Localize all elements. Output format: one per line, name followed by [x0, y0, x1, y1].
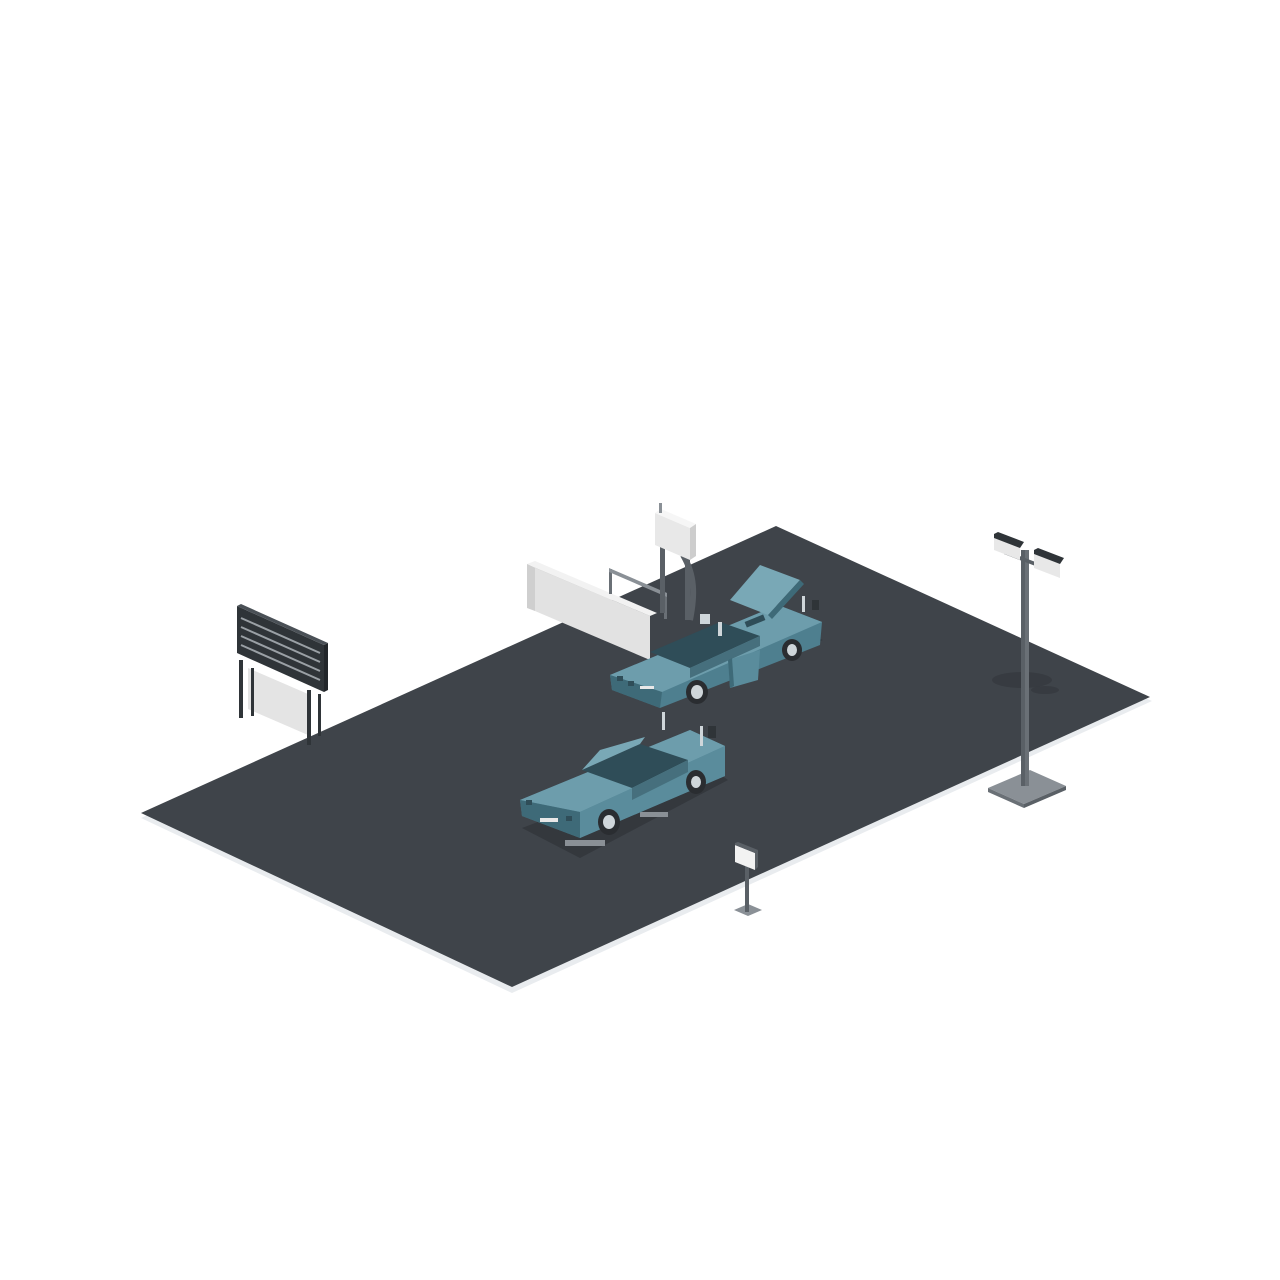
roadside-box-sign: [609, 503, 697, 621]
street-lamp: [988, 532, 1066, 808]
car-closed: [520, 712, 728, 858]
car-open: [610, 565, 823, 708]
car-closed-wheel-front: [598, 809, 620, 835]
car-closed-wheel-rear: [686, 770, 706, 794]
car-open-wheel-rear: [782, 639, 802, 661]
concrete-barrier: [527, 561, 657, 660]
billboard-sign: [237, 604, 328, 745]
car-open-wheel-front: [686, 680, 708, 704]
small-sign: [734, 842, 762, 916]
